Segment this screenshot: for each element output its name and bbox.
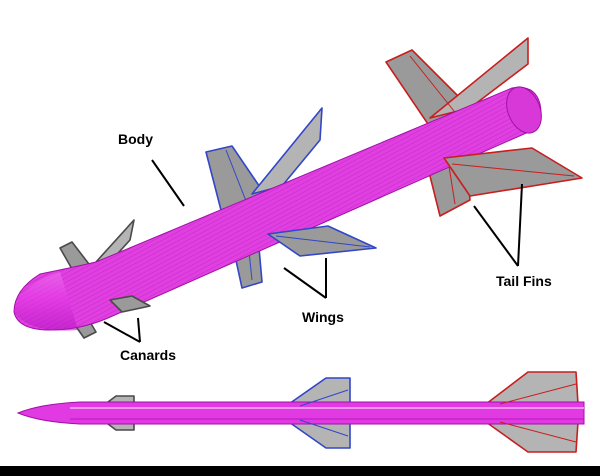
annotation-wings: Wings <box>283 258 344 325</box>
fins-3d-front <box>109 147 583 313</box>
body-aft-end <box>506 86 542 134</box>
missile-body-3d <box>13 86 542 331</box>
leader-canards-2 <box>137 317 141 343</box>
annotation-tail-fins: Tail Fins <box>473 183 552 289</box>
tail-fin-right <box>443 147 583 197</box>
annotation-body: Body <box>118 131 185 207</box>
leader-body <box>151 159 185 207</box>
label-canards: Canards <box>120 347 176 363</box>
label-tail-fins: Tail Fins <box>496 273 552 289</box>
bottom-bar <box>0 466 600 476</box>
body-cylinder <box>13 86 542 331</box>
leader-wings-1 <box>283 267 327 299</box>
side-tail-fin-lower <box>485 421 579 453</box>
side-tail-fin-upper <box>485 371 579 405</box>
label-wings: Wings <box>302 309 344 325</box>
nose-cone <box>14 272 78 331</box>
canard-right <box>109 295 151 313</box>
label-body: Body <box>118 131 153 147</box>
annotation-canards: Canards <box>103 317 176 363</box>
side-view <box>16 371 585 453</box>
leader-tail-1 <box>473 205 519 267</box>
leader-tail-2 <box>517 183 523 267</box>
leader-canards-1 <box>103 321 141 343</box>
